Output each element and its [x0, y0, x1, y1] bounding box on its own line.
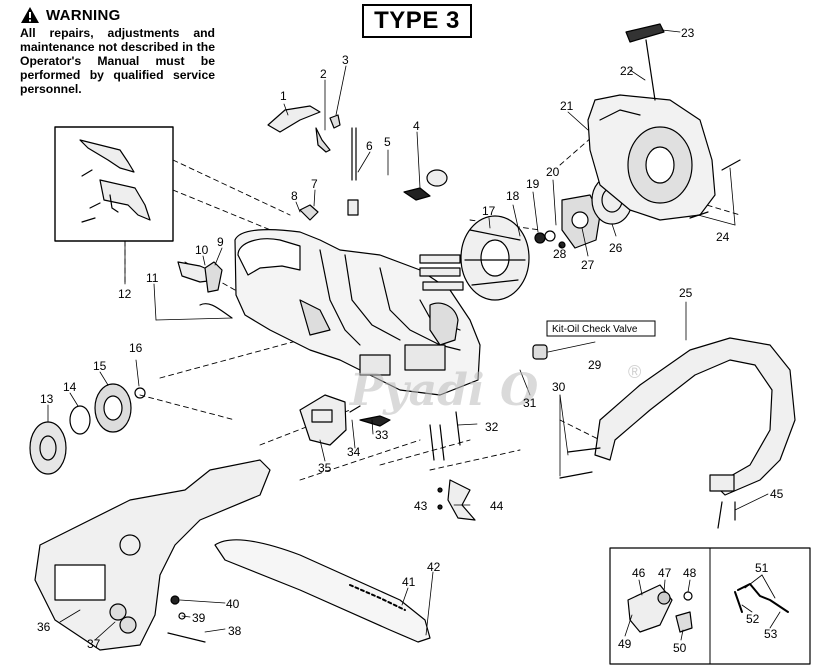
throttle-parts: [177, 261, 233, 319]
oil-pump-parts: [349, 405, 461, 461]
fingers-43-44: [437, 479, 476, 521]
callout-46: 46: [632, 566, 646, 580]
callout-39: 39: [192, 611, 206, 625]
callout-51: 51: [755, 561, 769, 575]
guide-lines: [124, 129, 741, 481]
starter-housing: [587, 94, 716, 221]
callout-24: 24: [716, 230, 730, 244]
callout-42: 42: [427, 560, 441, 574]
callout-21: 21: [560, 99, 574, 113]
watermark-registered: ®: [628, 362, 641, 382]
callout-30: 30: [552, 380, 566, 394]
callout-48: 48: [683, 566, 697, 580]
callout-40: 40: [226, 597, 240, 611]
callout-19: 19: [526, 177, 540, 191]
callout-12: 12: [118, 287, 132, 301]
callout-1: 1: [280, 89, 287, 103]
callout-34: 34: [347, 445, 361, 459]
callout-9: 9: [217, 235, 224, 249]
guide-bar: [214, 539, 431, 643]
clip-part-sketch: [79, 139, 151, 223]
engine-housing: [234, 229, 481, 396]
oil-check-valve: [532, 344, 548, 360]
kit-label-box: [546, 320, 656, 337]
callout-47: 47: [658, 566, 672, 580]
callout-23: 23: [681, 26, 695, 40]
callout-17: 17: [482, 204, 496, 218]
callout-29: 29: [588, 358, 602, 372]
callout-41: 41: [402, 575, 416, 589]
callout-5: 5: [384, 135, 391, 149]
callout-44: 44: [490, 499, 504, 513]
callout-14: 14: [63, 380, 77, 394]
watermark: Pyadi O: [348, 365, 538, 416]
callout-33: 33: [375, 428, 389, 442]
callout-45: 45: [770, 487, 784, 501]
warning-header: WARNING: [20, 6, 215, 24]
callout-28: 28: [553, 247, 567, 261]
clutch-cover-plate: [299, 394, 347, 446]
warning-text: All repairs, adjustments and maintenance…: [20, 26, 215, 96]
callout-22: 22: [620, 64, 634, 78]
callout-52: 52: [746, 612, 760, 626]
callout-35: 35: [318, 461, 332, 475]
callout-36: 36: [37, 620, 51, 634]
saw-chain: [349, 584, 406, 611]
callout-7: 7: [311, 177, 318, 191]
warning-triangle-icon: [21, 7, 39, 23]
callout-18: 18: [506, 189, 520, 203]
warning-title: WARNING: [46, 6, 121, 24]
inset-parts-46-50: [627, 584, 693, 633]
callout-8: 8: [291, 189, 298, 203]
starter-grip: [625, 23, 665, 101]
callout-4: 4: [413, 119, 420, 133]
filler-cap: [403, 169, 448, 201]
callout-38: 38: [228, 624, 242, 638]
type-label: TYPE 3: [362, 4, 472, 38]
callout-16: 16: [129, 341, 143, 355]
callout-37: 37: [87, 637, 101, 651]
callout-50: 50: [673, 641, 687, 655]
callout-20: 20: [546, 165, 560, 179]
kit-label: Kit-Oil Check Valve: [552, 324, 638, 335]
warning-notice: WARNING All repairs, adjustments and mai…: [20, 6, 215, 97]
callout-10: 10: [195, 243, 209, 257]
callout-13: 13: [40, 392, 54, 406]
callout-26: 26: [609, 241, 623, 255]
callout-27: 27: [581, 258, 595, 272]
callout-53: 53: [764, 627, 778, 641]
callout-6: 6: [366, 139, 373, 153]
callout-31: 31: [523, 396, 537, 410]
top-small-parts: [267, 105, 359, 221]
callout-43: 43: [414, 499, 428, 513]
callout-2: 2: [320, 67, 327, 81]
callout-3: 3: [342, 53, 349, 67]
side-cover: [34, 459, 271, 651]
callout-25: 25: [679, 286, 693, 300]
callout-15: 15: [93, 359, 107, 373]
leader-lines: [47, 29, 781, 641]
callout-49: 49: [618, 637, 632, 651]
callout-32: 32: [485, 420, 499, 434]
clutch-assembly: [29, 383, 146, 475]
flywheel: [419, 215, 530, 301]
callout-11: 11: [146, 271, 159, 285]
callout-labels: 1 2 3 4 5 6 7 8 9 10 11 12 13 14 15 16 1…: [37, 26, 784, 655]
inset-parts-51-53: [734, 583, 789, 613]
screws-30-45: [559, 447, 736, 529]
front-handle: [594, 337, 796, 496]
